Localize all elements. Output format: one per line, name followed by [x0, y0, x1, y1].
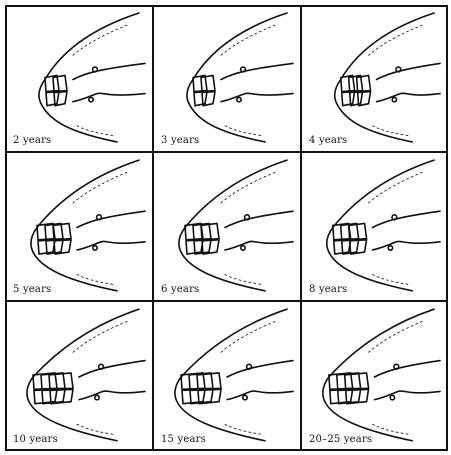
- lower-incisor: [182, 389, 205, 403]
- grid-divider-vertical: [300, 5, 302, 451]
- grid-divider-horizontal: [5, 151, 448, 153]
- grid-divider-horizontal: [5, 300, 448, 302]
- upper-incisor: [49, 373, 73, 389]
- upper-incisor: [45, 75, 59, 91]
- upper-incisor: [201, 75, 215, 91]
- upper-incisor: [349, 75, 363, 91]
- jaw-profile-illustration: [7, 7, 152, 151]
- lower-lip-line: [376, 93, 440, 101]
- upper-jaw-outline: [31, 160, 139, 252]
- lower-lip-line: [375, 391, 441, 400]
- age-panel: 5 years: [7, 154, 152, 300]
- age-label: 15 years: [161, 434, 206, 445]
- upper-lip-line: [221, 63, 293, 79]
- upper-lip-line: [376, 63, 440, 79]
- age-label: 4 years: [309, 135, 347, 146]
- upper-lip-line: [375, 361, 441, 377]
- grid-divider-vertical: [152, 5, 154, 451]
- lower-jaw-outline: [41, 104, 117, 142]
- age-label: 8 years: [309, 284, 347, 295]
- lower-lip-line: [225, 241, 293, 250]
- upper-jaw-outline: [179, 160, 287, 252]
- lower-incisor: [194, 92, 207, 106]
- age-label: 2 years: [13, 135, 51, 146]
- jaw-profile-illustration: [7, 154, 152, 300]
- lower-lip-line: [73, 93, 145, 101]
- lower-lip-line: [79, 391, 145, 400]
- age-panel: 6 years: [155, 154, 300, 300]
- lower-incisor: [342, 92, 355, 106]
- age-label: 6 years: [161, 284, 199, 295]
- lower-incisor: [46, 92, 59, 106]
- lower-incisor: [330, 389, 353, 403]
- jaw-profile-illustration: [303, 303, 447, 450]
- lower-lip-line: [373, 241, 441, 250]
- jaw-profile-illustration: [155, 303, 300, 450]
- age-label: 10 years: [13, 434, 58, 445]
- upper-jaw-outline: [27, 309, 139, 402]
- upper-incisor: [345, 373, 369, 389]
- horse-teeth-age-figure: 2 years 3 years 4 years 5 years 6 years 8 yea…: [5, 5, 448, 451]
- upper-lip-line: [77, 211, 145, 227]
- upper-incisor: [341, 75, 355, 91]
- upper-incisor: [193, 75, 207, 91]
- upper-jaw-outline: [327, 160, 434, 252]
- age-panel: 20–25 years: [303, 303, 447, 450]
- age-panel: 2 years: [7, 7, 152, 151]
- jaw-profile-illustration: [155, 7, 300, 151]
- upper-incisor: [53, 75, 67, 91]
- jaw-profile-illustration: [303, 154, 447, 300]
- upper-jaw-outline: [175, 309, 287, 402]
- upper-lip-line: [373, 211, 441, 227]
- lower-jaw-outline: [337, 104, 412, 142]
- jaw-profile-illustration: [155, 154, 300, 300]
- age-panel: 3 years: [155, 7, 300, 151]
- upper-jaw-outline: [323, 309, 434, 402]
- age-panel: 8 years: [303, 154, 447, 300]
- lower-incisor: [34, 389, 57, 403]
- lower-lip-line: [227, 391, 293, 400]
- upper-lip-line: [79, 361, 145, 377]
- upper-lip-line: [225, 211, 293, 227]
- upper-lip-line: [73, 63, 145, 79]
- upper-incisor: [197, 373, 221, 389]
- age-panel: 15 years: [155, 303, 300, 450]
- age-panel: 4 years: [303, 7, 447, 151]
- age-panel: 10 years: [7, 303, 152, 450]
- lower-jaw-outline: [189, 104, 265, 142]
- jaw-profile-illustration: [7, 303, 152, 450]
- age-label: 3 years: [161, 135, 199, 146]
- lower-lip-line: [221, 93, 293, 101]
- age-label: 5 years: [13, 284, 51, 295]
- upper-incisor: [357, 75, 371, 91]
- upper-lip-line: [227, 361, 293, 377]
- age-label: 20–25 years: [309, 434, 372, 445]
- lower-lip-line: [77, 241, 145, 250]
- jaw-profile-illustration: [303, 7, 447, 151]
